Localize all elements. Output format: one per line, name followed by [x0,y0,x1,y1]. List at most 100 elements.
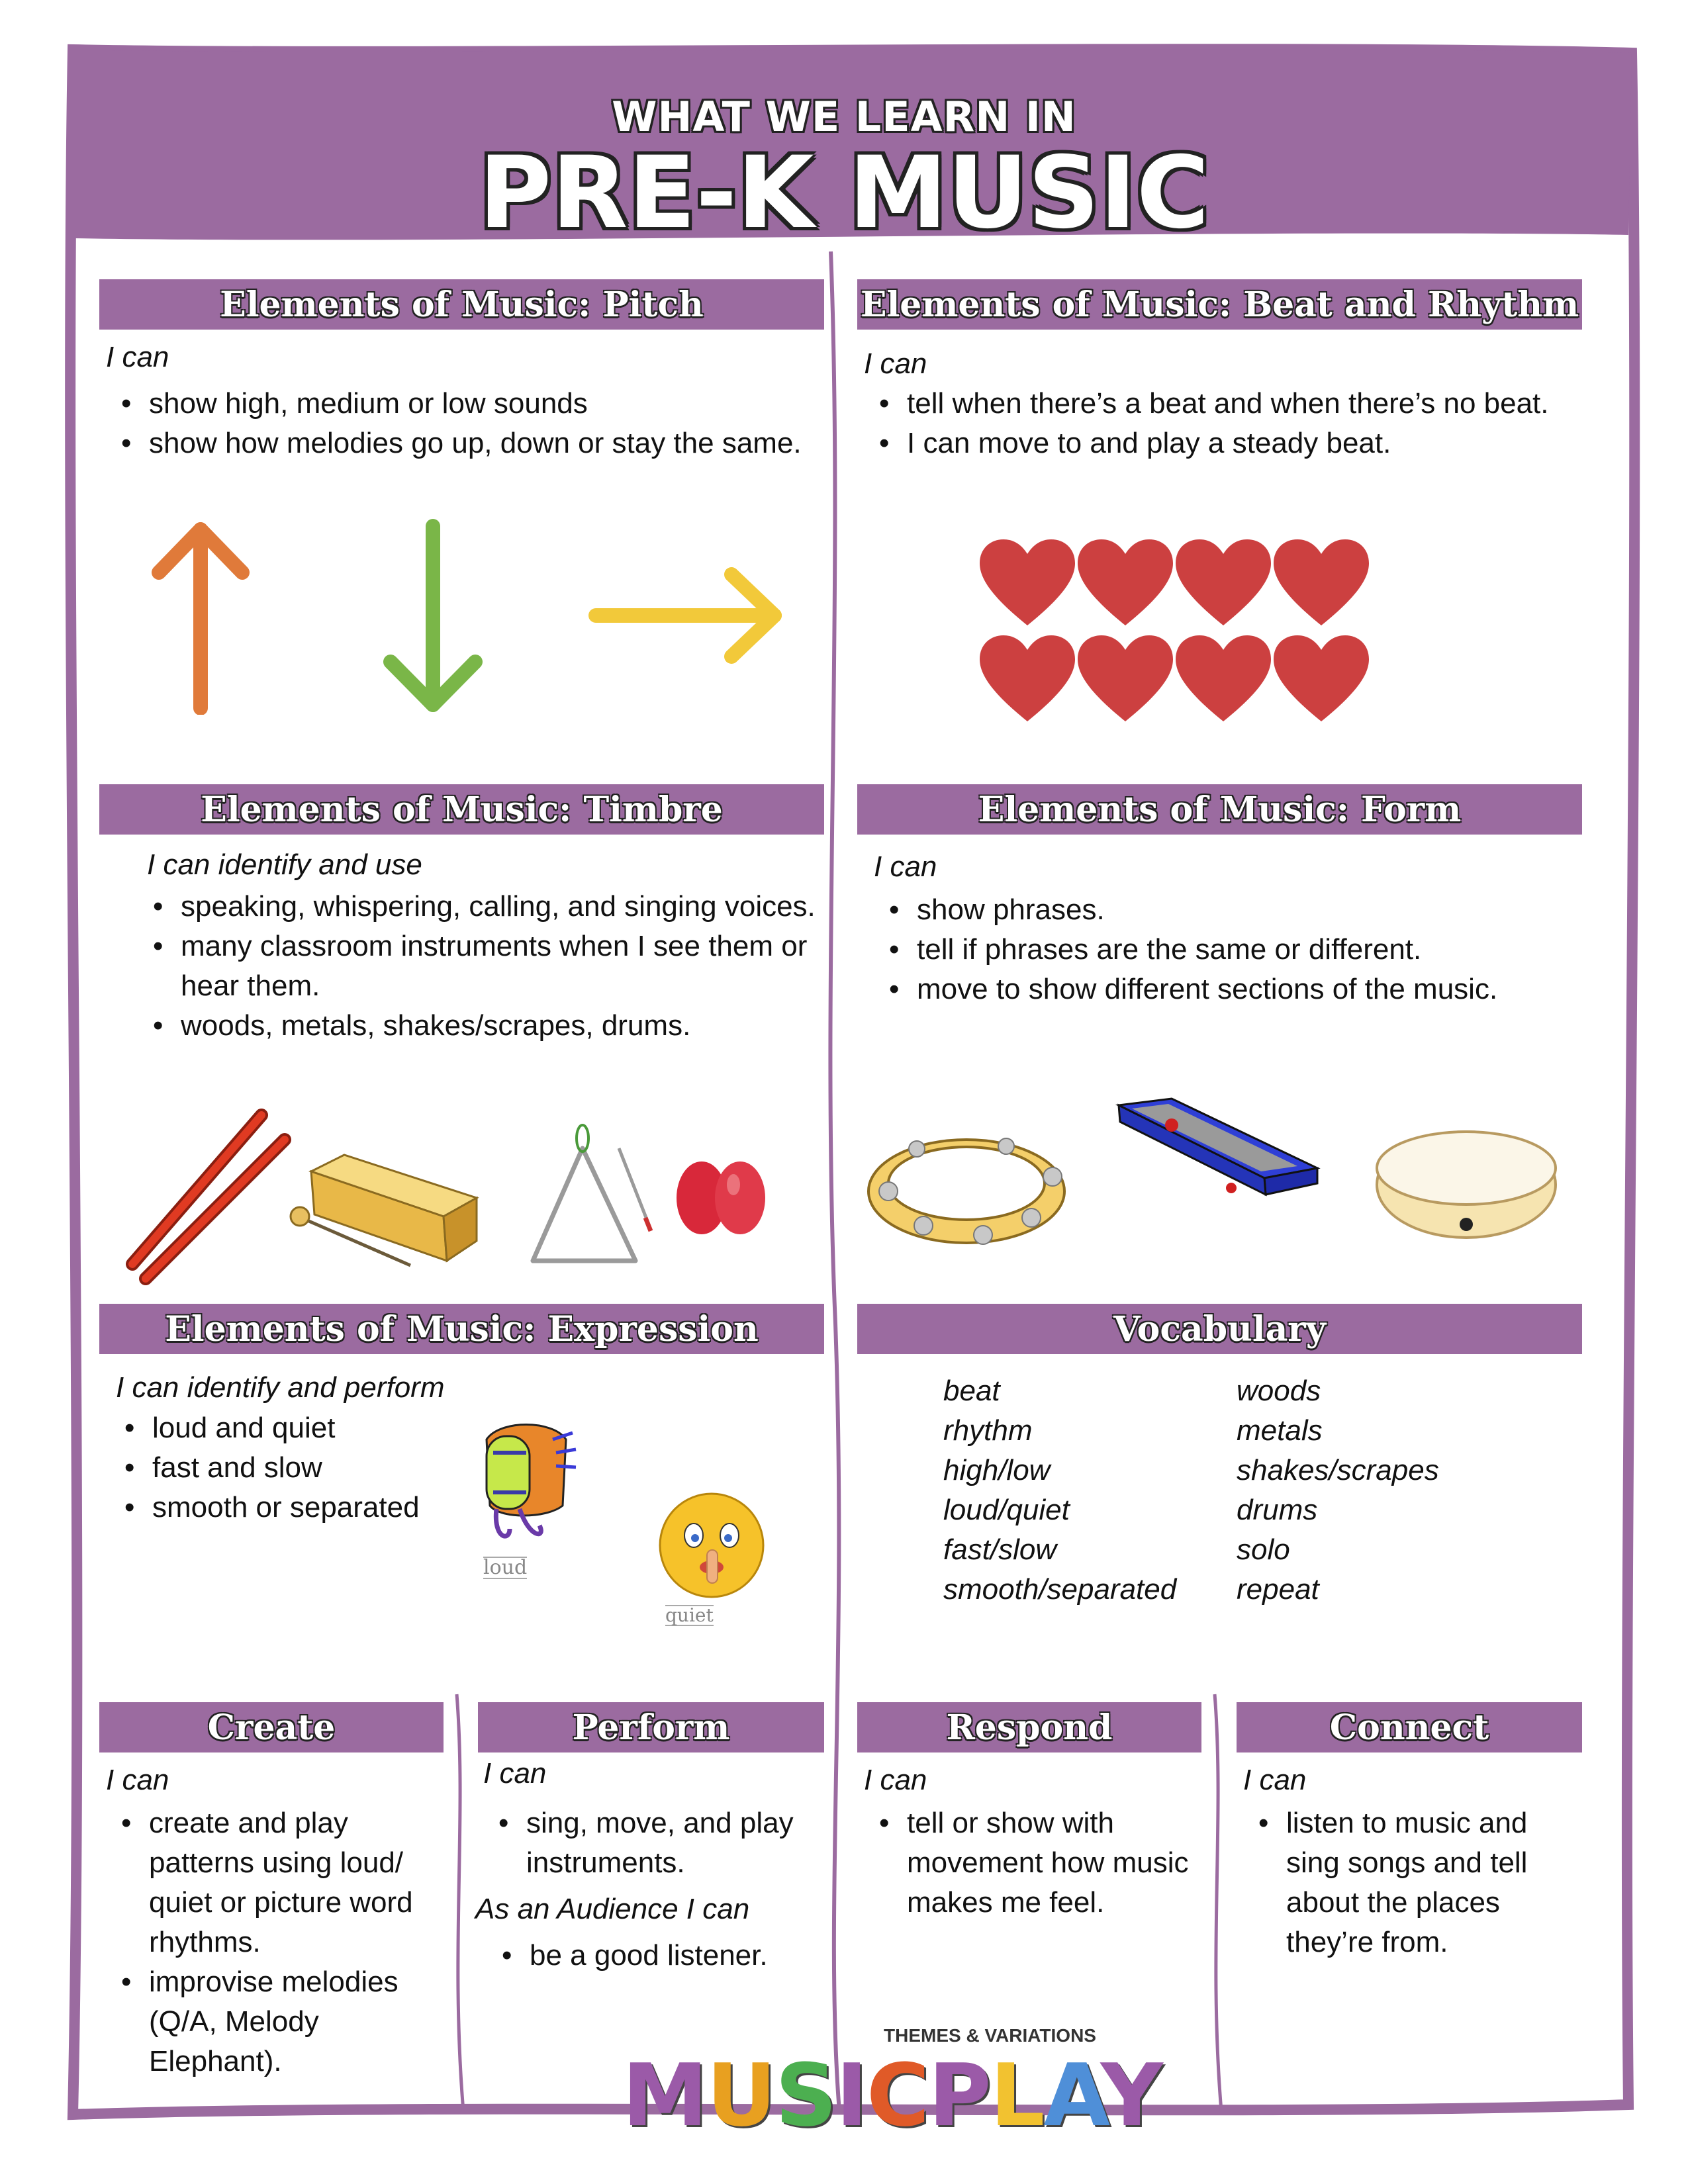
vocab-word: solo [1237,1533,1290,1566]
vocab-word: high/low [943,1454,1051,1486]
drum-icon [485,1424,577,1539]
connect-section-title: Connect [1237,1702,1582,1752]
vocab-word: rhythm [943,1414,1033,1447]
respond-intro: I can [864,1764,927,1796]
logo-wordmark: MUSICPLAY [622,2045,1163,2146]
arrow-down-icon [383,519,483,712]
musicplay-logo: THEMES & VARIATIONS MUSICPLAY [622,2025,1163,2158]
list-item: show phrases. [884,890,1566,930]
beat-list: tell when there’s a beat and when there’… [874,384,1549,463]
hand-drum-icon [1376,1130,1557,1239]
list-item: improvise melodies (Q/A, Melody Elephant… [116,1962,447,2081]
logo-letter: S [774,2045,837,2146]
heart-icon [1078,539,1173,625]
form-list: show phrases. tell if phrases are the sa… [884,890,1566,1009]
triangle-icon [530,1124,653,1263]
list-item: many classroom instruments when I see th… [148,927,816,1006]
beat-section-title: Elements of Music: Beat and Rhythm [857,279,1582,330]
form-intro: I can [874,850,937,883]
pitch-section-title: Elements of Music: Pitch [99,279,824,330]
logo-letter: M [622,2045,708,2146]
timbre-section-title: Elements of Music: Timbre [99,784,824,835]
create-list: create and play patterns using loud/ qui… [116,1803,447,2081]
list-item: show how melodies go up, down or stay th… [116,424,831,463]
timbre-instruments [126,1109,765,1285]
list-item: tell when there’s a beat and when there’… [874,384,1549,424]
vocab-word: fast/slow [943,1533,1057,1566]
vocabulary-column-2: woods metals shakes/scrapes drums solo r… [1237,1371,1439,1610]
list-item: I can move to and play a steady beat. [874,424,1549,463]
list-item: fast and slow [119,1448,490,1488]
heart-icon [980,635,1075,721]
beat-intro: I can [864,347,927,380]
connect-intro: I can [1243,1764,1307,1796]
perform-audience-list: be a good listener. [496,1936,814,1976]
vocabulary-column-1: beat rhythm high/low loud/quiet fast/slo… [943,1371,1176,1610]
page-title: PRE-K MUSIC [479,136,1209,251]
create-section-title: Create [99,1702,444,1752]
beat-hearts [980,539,1369,721]
cabasa-box-icon [1115,1097,1321,1197]
vocab-word: beat [943,1375,1000,1407]
expression-section-title: Elements of Music: Expression [99,1304,824,1354]
vocab-word: smooth/separated [943,1573,1177,1606]
logo-letter: Y [1100,2045,1163,2146]
list-item: be a good listener. [496,1936,814,1976]
pitch-intro: I can [106,341,169,373]
vocab-word: drums [1237,1494,1318,1526]
logo-letter: A [1043,2045,1102,2146]
expression-intro: I can identify and perform [116,1371,445,1404]
heart-icon [1274,539,1369,625]
perform-list: sing, move, and play instruments. [493,1803,824,1883]
logo-tagline: THEMES & VARIATIONS [884,2025,1096,2046]
vocab-word: repeat [1237,1573,1319,1606]
rhythm-sticks-icon [126,1109,291,1285]
arrow-up-icon [152,522,250,715]
list-item: sing, move, and play instruments. [493,1803,824,1883]
maracas-icon [677,1161,765,1234]
vocab-word: shakes/scrapes [1237,1454,1439,1486]
timbre-intro: I can identify and use [147,848,422,881]
arrow-right-icon [588,567,782,664]
pitch-list: show high, medium or low sounds show how… [116,384,831,463]
list-item: move to show different sections of the m… [884,970,1566,1009]
heart-icon [1176,635,1271,721]
heart-icon [980,539,1075,625]
vocabulary-section-title: Vocabulary [857,1304,1582,1354]
connect-list: listen to music and sing songs and tell … [1253,1803,1577,1962]
perform-audience-intro: As an Audience I can [475,1893,750,1925]
logo-letter: L [990,2045,1045,2146]
respond-section-title: Respond [857,1702,1201,1752]
perform-intro: I can [483,1757,547,1790]
heart-icon [1274,635,1369,721]
list-item: smooth or separated [119,1488,490,1527]
heart-icon [1176,539,1271,625]
list-item: loud and quiet [119,1408,490,1448]
quiet-label: quiet [665,1604,714,1626]
form-instruments [867,1097,1557,1245]
loud-label: loud [483,1556,528,1579]
list-item: show high, medium or low sounds [116,384,831,424]
logo-letter: P [928,2045,991,2146]
timbre-list: speaking, whispering, calling, and singi… [148,887,816,1046]
shush-emoji-icon [659,1492,765,1598]
perform-section-title: Perform [478,1702,824,1752]
vocab-word: woods [1237,1375,1321,1407]
respond-list: tell or show with movement how music mak… [874,1803,1205,1923]
list-item: speaking, whispering, calling, and singi… [148,887,816,927]
vocab-word: metals [1237,1414,1323,1447]
list-item: tell or show with movement how music mak… [874,1803,1205,1923]
list-item: create and play patterns using loud/ qui… [116,1803,447,1962]
logo-letter: C [866,2045,929,2146]
expression-list: loud and quiet fast and slow smooth or s… [119,1408,490,1527]
form-section-title: Elements of Music: Form [857,784,1582,835]
tambourine-icon [867,1138,1066,1245]
vocab-word: loud/quiet [943,1494,1070,1526]
header-subtitle: WHAT WE LEARN IN [612,93,1076,141]
list-item: woods, metals, shakes/scrapes, drums. [148,1006,816,1046]
list-item: listen to music and sing songs and tell … [1253,1803,1577,1962]
logo-letter: I [835,2045,868,2146]
logo-letter: U [706,2045,776,2146]
heart-icon [1078,635,1173,721]
